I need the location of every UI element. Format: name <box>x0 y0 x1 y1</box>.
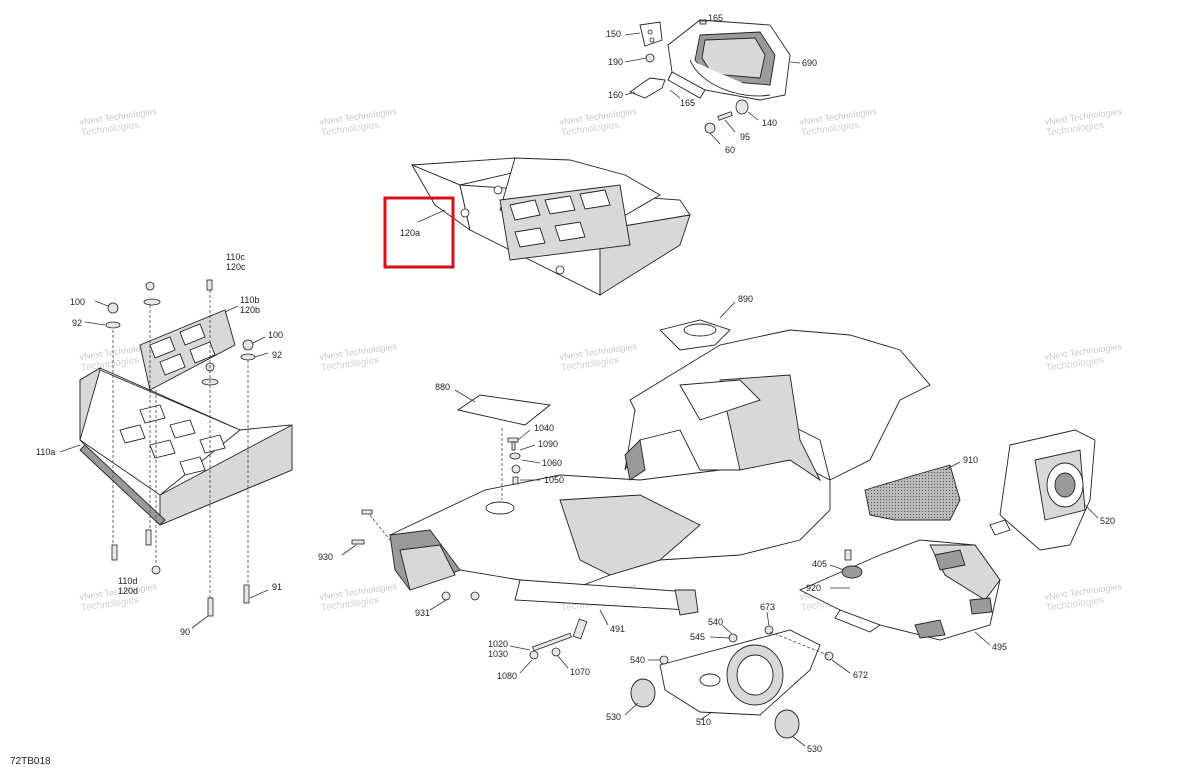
watermark: vNext Technologies Technologies <box>319 106 398 139</box>
part-530-caps[interactable] <box>630 678 800 739</box>
part-520-speaker-housing[interactable] <box>989 429 1096 551</box>
callout-1080[interactable]: 1080 <box>497 671 517 681</box>
watermark: vNext Technologies Technologies <box>1044 341 1123 374</box>
callout-110a[interactable]: 110a <box>36 447 55 457</box>
callout-1060[interactable]: 1060 <box>542 458 562 468</box>
part-405-knob[interactable] <box>841 549 863 579</box>
callout-510[interactable]: 510 <box>696 717 711 727</box>
callout-910[interactable]: 910 <box>963 455 978 465</box>
callout-530b[interactable]: 530 <box>807 744 822 754</box>
callout-140[interactable]: 140 <box>762 118 777 128</box>
watermark: vNext Technologies Technologies <box>559 341 638 374</box>
callout-91[interactable]: 91 <box>272 582 282 592</box>
part-120a-footrest-bracket[interactable] <box>410 157 691 296</box>
watermark: vNext Technologies Technologies <box>1044 106 1123 139</box>
part-95-bolt[interactable] <box>717 111 733 121</box>
callout-150[interactable]: 150 <box>606 29 621 39</box>
callout-920[interactable]: 920 <box>806 583 821 593</box>
callout-110b[interactable]: 110b <box>240 295 259 305</box>
callout-95[interactable]: 95 <box>740 132 750 142</box>
callout-165b[interactable]: 165 <box>680 98 695 108</box>
callout-120b[interactable]: 120b <box>240 305 260 315</box>
part-160-bracket[interactable] <box>629 77 666 99</box>
part-895-upper-body[interactable] <box>624 319 931 482</box>
callout-1090[interactable]: 1090 <box>538 439 558 449</box>
callout-60[interactable]: 60 <box>725 145 735 155</box>
diagram-reference-code: 72TB018 <box>10 756 51 767</box>
part-880-pad[interactable] <box>456 394 552 426</box>
callout-labels: 165 150 190 690 160 165 140 95 60 120a 1… <box>36 13 1115 754</box>
callout-110d[interactable]: 110d <box>118 576 137 586</box>
callout-110c[interactable]: 110c <box>226 252 245 262</box>
part-150-clip[interactable] <box>639 21 663 47</box>
callout-495[interactable]: 495 <box>992 642 1007 652</box>
callout-520[interactable]: 520 <box>1100 516 1115 526</box>
watermark: vNext Technologies Technologies <box>1044 581 1123 614</box>
part-165-screw-top[interactable] <box>699 19 707 25</box>
callout-190[interactable]: 190 <box>608 57 623 67</box>
callout-165a[interactable]: 165 <box>708 13 723 23</box>
part-910-mat[interactable] <box>864 464 961 521</box>
callout-92b[interactable]: 92 <box>272 350 282 360</box>
callout-1020[interactable]: 1020 <box>488 639 508 649</box>
callout-540a[interactable]: 540 <box>708 617 723 627</box>
callout-1030[interactable]: 1030 <box>488 649 508 659</box>
callout-92a[interactable]: 92 <box>72 318 82 328</box>
callout-120d[interactable]: 120d <box>118 586 138 596</box>
callout-880[interactable]: 880 <box>435 382 450 392</box>
leader-lines <box>59 20 1099 747</box>
callout-120a[interactable]: 120a <box>400 228 420 238</box>
part-60-nut[interactable] <box>704 122 716 134</box>
callout-673[interactable]: 673 <box>760 602 775 612</box>
part-190-nut[interactable] <box>645 53 655 63</box>
callout-160[interactable]: 160 <box>608 90 623 100</box>
callout-100a[interactable]: 100 <box>70 297 85 307</box>
part-690-tail-light-bracket[interactable] <box>667 19 791 101</box>
highlight-box-120a <box>383 196 455 269</box>
part-110a-footrest-left[interactable] <box>79 367 293 526</box>
callout-90[interactable]: 90 <box>180 627 190 637</box>
watermark: vNext Technologies Technologies <box>79 106 158 139</box>
callout-890[interactable]: 890 <box>738 294 753 304</box>
fasteners-left[interactable] <box>105 279 256 617</box>
callout-931[interactable]: 931 <box>415 608 430 618</box>
callout-930[interactable]: 930 <box>318 552 333 562</box>
callout-405[interactable]: 405 <box>812 559 827 569</box>
watermark: vNext Technologies Technologies <box>799 106 878 139</box>
dashed-guides-left <box>112 290 249 598</box>
callout-1070[interactable]: 1070 <box>570 667 590 677</box>
callout-120c[interactable]: 120c <box>226 262 246 272</box>
part-510-speaker-grille-plate[interactable] <box>659 629 821 716</box>
callout-690[interactable]: 690 <box>802 58 817 68</box>
part-110b-footpeg[interactable] <box>139 309 236 391</box>
callout-1040[interactable]: 1040 <box>534 423 554 433</box>
callout-530a[interactable]: 530 <box>606 712 621 722</box>
watermark: vNext Technologies Technologies <box>319 341 398 374</box>
watermark: vNext Technologies Technologies <box>319 581 398 614</box>
part-495-lower-cover[interactable] <box>798 539 1001 641</box>
watermark: vNext Technologies Technologies <box>559 106 638 139</box>
callout-672[interactable]: 672 <box>853 670 868 680</box>
callout-100b[interactable]: 100 <box>268 330 283 340</box>
part-491-body-panel[interactable] <box>388 459 831 616</box>
callout-545[interactable]: 545 <box>690 632 705 642</box>
fasteners-bottom[interactable] <box>351 509 834 665</box>
part-140-grommet[interactable] <box>735 99 749 115</box>
callout-540b[interactable]: 540 <box>630 655 645 665</box>
callout-1050[interactable]: 1050 <box>544 475 564 485</box>
callout-491[interactable]: 491 <box>610 624 625 634</box>
